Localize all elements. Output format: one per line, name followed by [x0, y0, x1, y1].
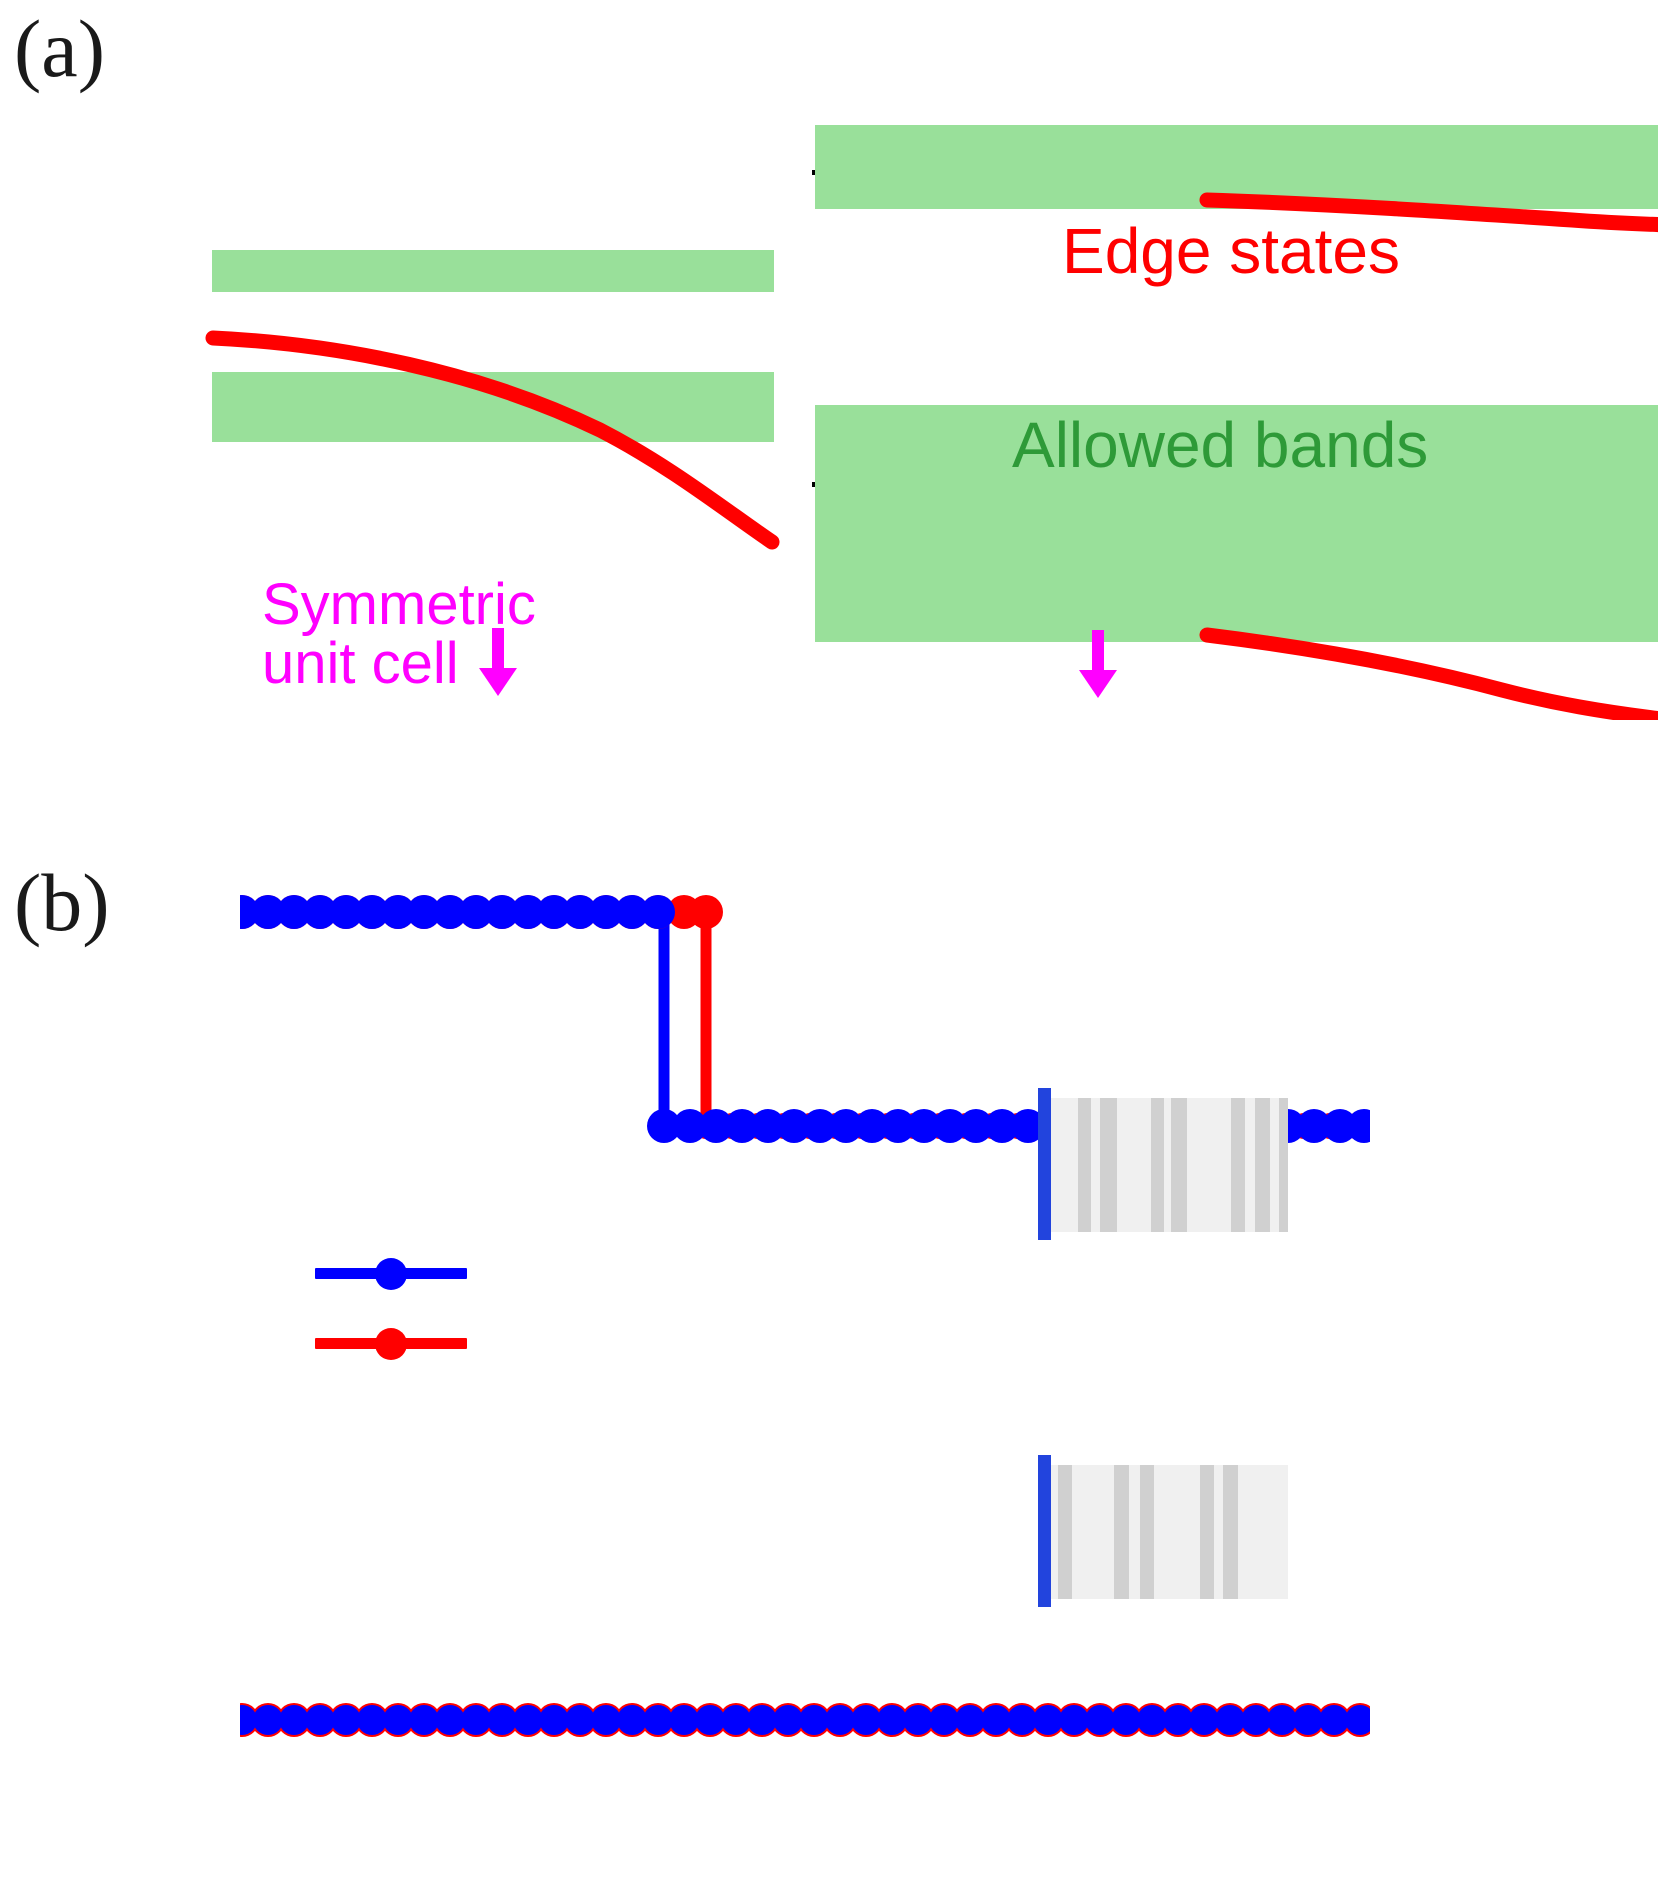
inset-top-body: [1051, 1098, 1288, 1232]
panel-b-main-plot: [240, 880, 1370, 1160]
inset-stripe: [1222, 1465, 1239, 1599]
legend-marker-red: [375, 1328, 407, 1360]
edge-states-label: Edge states: [1062, 215, 1400, 287]
inset-stripe: [1254, 1098, 1271, 1232]
panel-b-legend: [315, 1255, 475, 1365]
inset-top-group: [1038, 1088, 1548, 1240]
panel-b-bottom-traces: [240, 1703, 1370, 1737]
inset-stripe: [1278, 1098, 1288, 1232]
inset-bottom-body: [1051, 1465, 1288, 1599]
inset-stripe: [1078, 1098, 1092, 1232]
inset-stripe: [1200, 1465, 1215, 1599]
down-arrow-icon-left: [479, 628, 517, 696]
panel-label-b: (b): [14, 857, 110, 948]
bottom-blue-markers: [240, 1705, 1370, 1735]
inset-stripe: [1170, 1098, 1188, 1232]
inset-stripe: [1139, 1465, 1155, 1599]
inset-stripe: [1113, 1465, 1130, 1599]
allowed-band-lower-right: [815, 405, 1658, 642]
symmetric-unit-cell-line1: Symmetric: [262, 572, 536, 637]
inset-stripe: [1150, 1098, 1164, 1232]
panel-b-bottom-plot: [240, 1690, 1370, 1750]
symmetric-unit-cell-label: Symmetric unit cell: [262, 575, 536, 693]
panel-label-a: (a): [14, 3, 106, 94]
inset-stripe: [1231, 1098, 1246, 1232]
allowed-band-upper-right: [815, 125, 1658, 209]
allowed-band-lower-left: [212, 372, 774, 442]
inset-bottom-group: [1038, 1455, 1548, 1607]
panel-b-step-traces: [240, 895, 1370, 1143]
inset-stripe: [1058, 1465, 1073, 1599]
inset-bottom-marker: [1038, 1455, 1051, 1607]
panel-a-right-subplot: Edge states Allowed bands: [812, 100, 1658, 720]
down-arrow-icon-right: [1079, 630, 1117, 698]
allowed-bands-label: Allowed bands: [1012, 409, 1429, 481]
inset-stripe: [1099, 1098, 1118, 1232]
inset-top-marker: [1038, 1088, 1051, 1240]
legend-marker-blue: [375, 1258, 407, 1290]
symmetric-unit-cell-line2: unit cell: [262, 631, 459, 697]
allowed-band-upper-left: [212, 250, 774, 292]
blue-markers-upper: [240, 895, 675, 929]
